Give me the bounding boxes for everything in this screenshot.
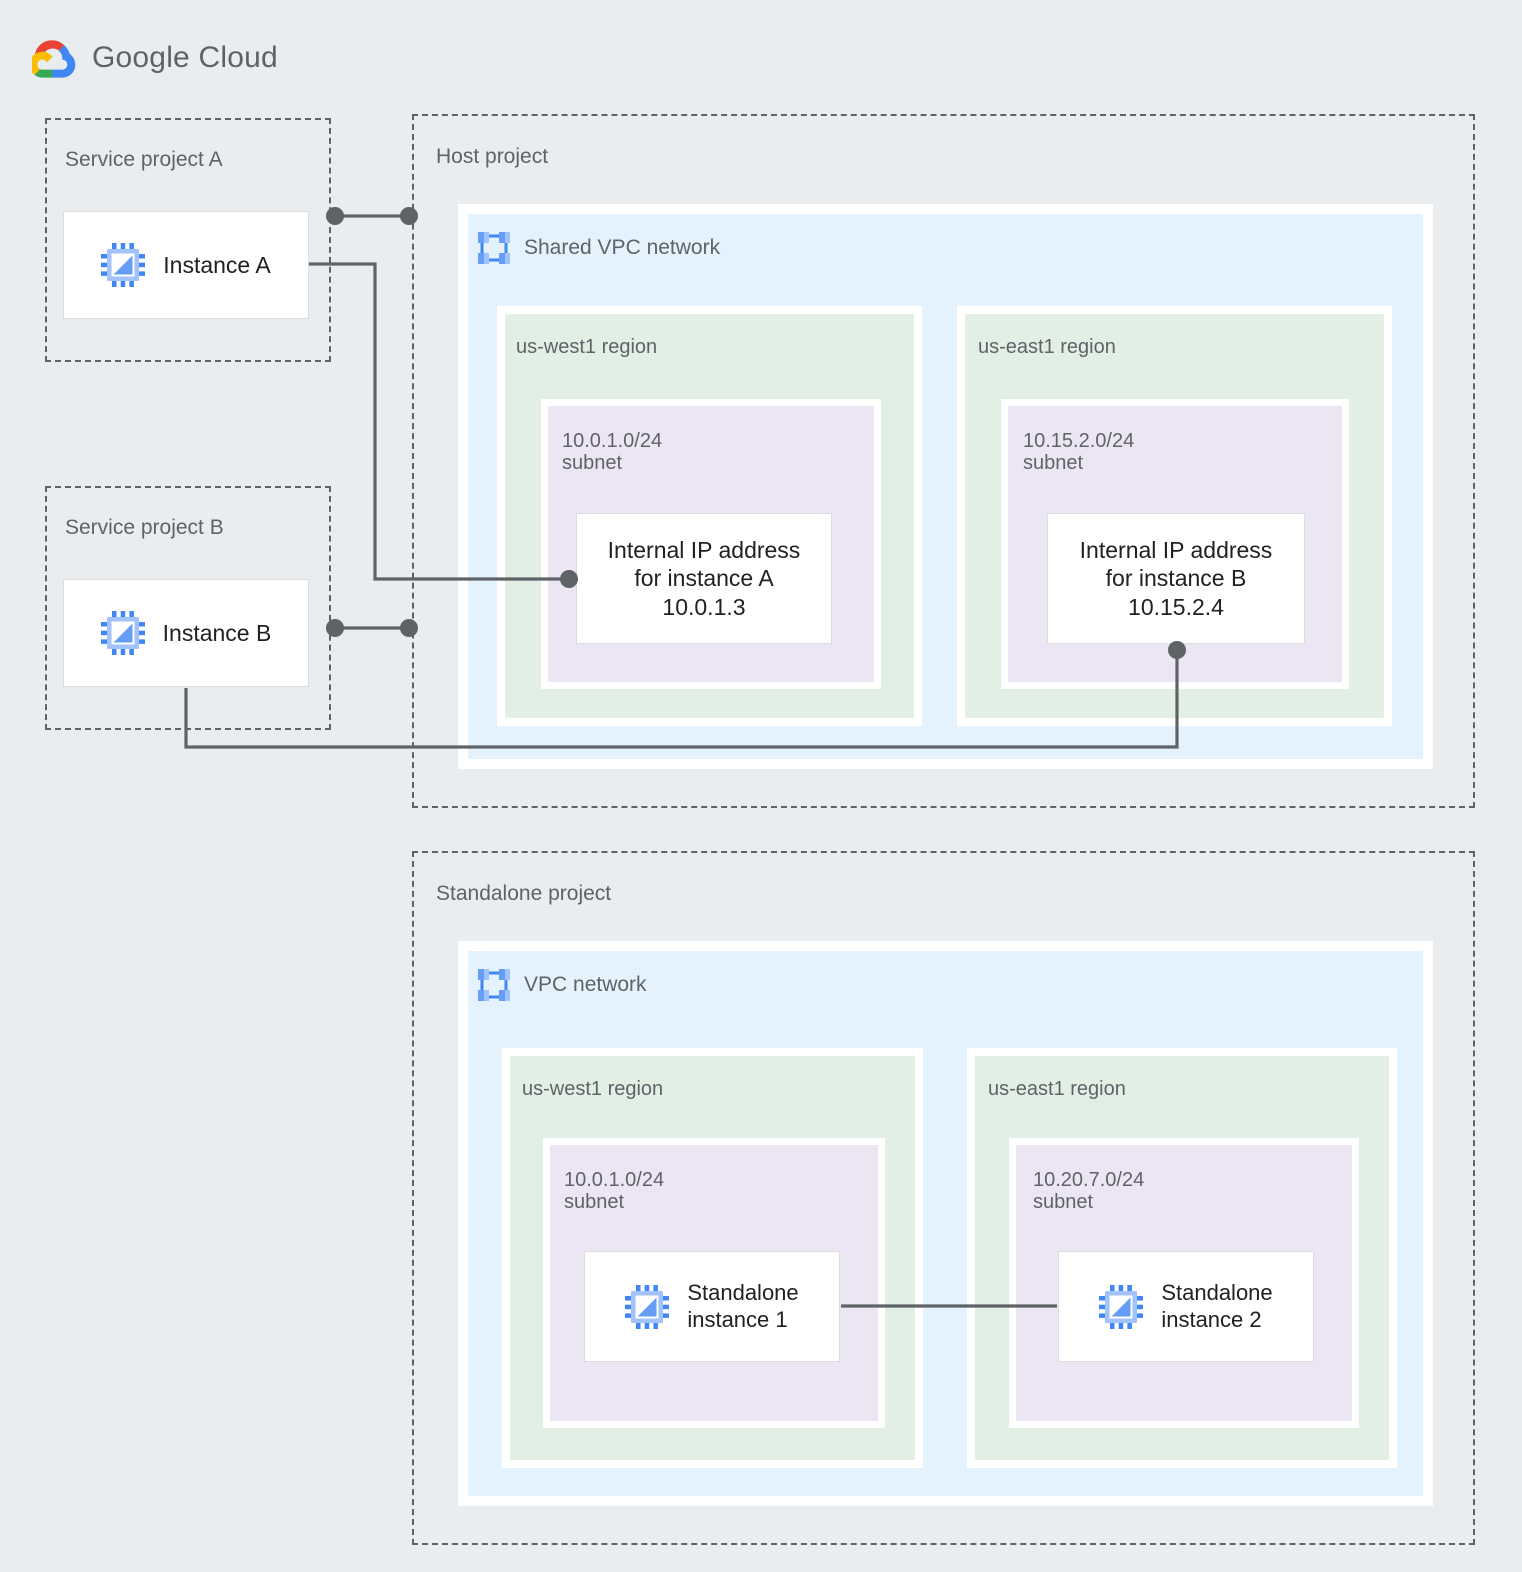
compute-instance-icon: [101, 243, 146, 287]
host-us-west1-region-label: us-west1 region: [516, 336, 658, 358]
host-project-label: Host project: [436, 145, 549, 168]
internal-ip-instance-a-card[interactable]: Internal IP address for instance A 10.0.…: [576, 513, 832, 644]
instance-b-label: Instance B: [162, 619, 272, 646]
service-project-b-label: Service project B: [65, 516, 224, 539]
host-us-east1-region-label: us-east1 region: [978, 336, 1116, 358]
standalone-us-east1-region-label: us-east1 region: [988, 1078, 1126, 1100]
instance-b-card[interactable]: Instance B: [63, 579, 309, 687]
vpc-network-icon: [478, 232, 510, 264]
standalone-us-west1-region-label: us-west1 region: [522, 1078, 664, 1100]
service-project-a-label: Service project A: [65, 148, 223, 171]
standalone-instance-2-label: Standalone instance 2: [1161, 1279, 1273, 1332]
internal-ip-instance-b-card[interactable]: Internal IP address for instance B 10.15…: [1047, 513, 1305, 644]
standalone-instance-1-label: Standalone instance 1: [687, 1279, 799, 1332]
compute-instance-icon: [100, 611, 145, 655]
standalone-subnet-west-label: 10.0.1.0/24 subnet: [564, 1169, 665, 1214]
compute-instance-icon: [625, 1284, 670, 1329]
standalone-instance-1-card[interactable]: Standalone instance 1: [584, 1251, 840, 1362]
instance-a-label: Instance A: [163, 251, 271, 278]
service-project-a-container: [45, 118, 331, 362]
brand-name: Google Cloud: [92, 41, 278, 74]
internal-ip-instance-b-label: Internal IP address for instance B 10.15…: [1079, 537, 1273, 620]
standalone-project-label: Standalone project: [436, 882, 612, 905]
google-cloud-logo: Google Cloud: [32, 36, 278, 80]
host-subnet-west-label: 10.0.1.0/24 subnet: [562, 430, 663, 475]
instance-a-card[interactable]: Instance A: [63, 211, 309, 319]
vpc-network-header: VPC network: [478, 969, 647, 1001]
vpc-network-icon: [478, 969, 510, 1001]
vpc-network-label: VPC network: [524, 973, 647, 996]
host-subnet-east-label: 10.15.2.0/24 subnet: [1023, 430, 1135, 475]
shared-vpc-network-header: Shared VPC network: [478, 232, 720, 264]
standalone-instance-2-card[interactable]: Standalone instance 2: [1058, 1251, 1314, 1362]
internal-ip-instance-a-label: Internal IP address for instance A 10.0.…: [607, 537, 801, 620]
standalone-subnet-east-label: 10.20.7.0/24 subnet: [1033, 1169, 1145, 1214]
google-cloud-logo-icon: [32, 40, 76, 78]
shared-vpc-network-label: Shared VPC network: [524, 236, 721, 259]
standalone-project-container: [412, 851, 1475, 1545]
compute-instance-icon: [1099, 1284, 1144, 1329]
